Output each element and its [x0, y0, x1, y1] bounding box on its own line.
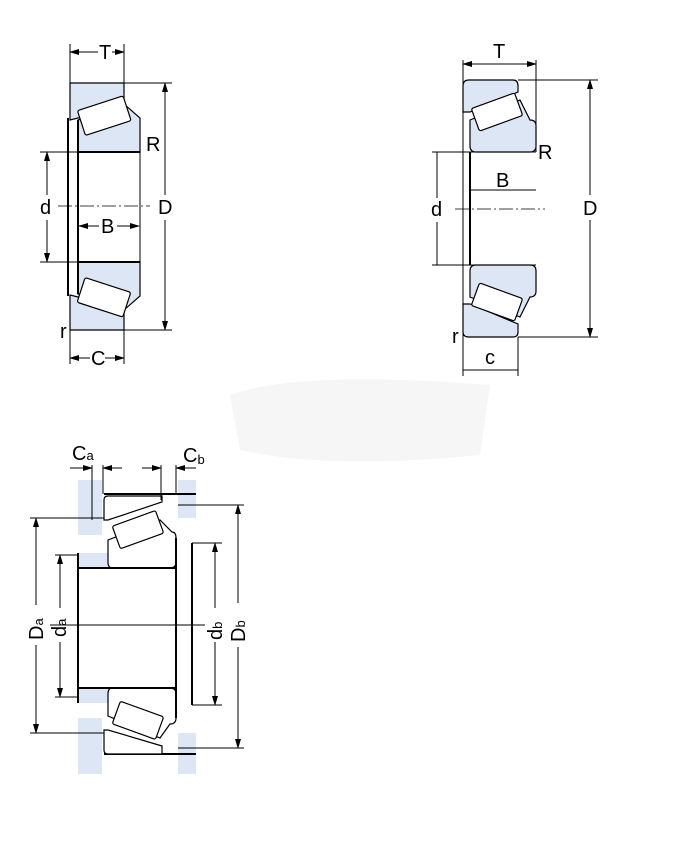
outer-ring-top	[462, 79, 519, 113]
roller-top	[471, 92, 523, 132]
label-Db: Db	[228, 620, 250, 642]
label-T: T	[493, 41, 505, 63]
label-B: B	[101, 216, 114, 238]
label-d: d	[40, 197, 51, 219]
shaft-abutment-top	[78, 553, 108, 568]
shaft-abutment-bottom	[78, 688, 108, 703]
roller-bottom	[112, 701, 164, 740]
roller-bottom	[471, 282, 523, 322]
label-Ca: Ca	[72, 443, 94, 465]
outer-ring-bottom	[103, 729, 163, 755]
housing-abutment-top-right	[178, 480, 196, 518]
label-D: D	[583, 198, 597, 220]
label-B: B	[496, 170, 509, 192]
label-Cb: Cb	[183, 445, 205, 467]
label-d: d	[431, 199, 442, 221]
roller-top	[112, 510, 164, 549]
housing-abutment-bottom	[78, 718, 102, 774]
mounting-diagram: Ca Cb Da da db Db	[26, 443, 250, 774]
bearing-diagram-1: T D R d B r C	[40, 42, 172, 370]
housing-abutment-top	[78, 480, 102, 535]
label-D: D	[158, 197, 172, 219]
label-R: R	[538, 142, 552, 164]
outer-ring-top	[103, 495, 163, 521]
roller-top	[77, 95, 132, 136]
label-Da: Da	[26, 618, 48, 640]
label-r: r	[452, 326, 459, 348]
label-da: da	[49, 618, 71, 637]
roller-bottom	[77, 277, 131, 318]
label-r: r	[60, 321, 67, 343]
bearing-diagram-2: T D R B d r c	[431, 41, 598, 376]
label-c: c	[485, 347, 495, 369]
watermark	[230, 379, 490, 462]
label-C: C	[91, 348, 105, 370]
label-R: R	[146, 134, 160, 156]
label-db: db	[205, 622, 227, 640]
label-T: T	[99, 42, 111, 64]
outer-ring-bottom	[462, 303, 519, 338]
